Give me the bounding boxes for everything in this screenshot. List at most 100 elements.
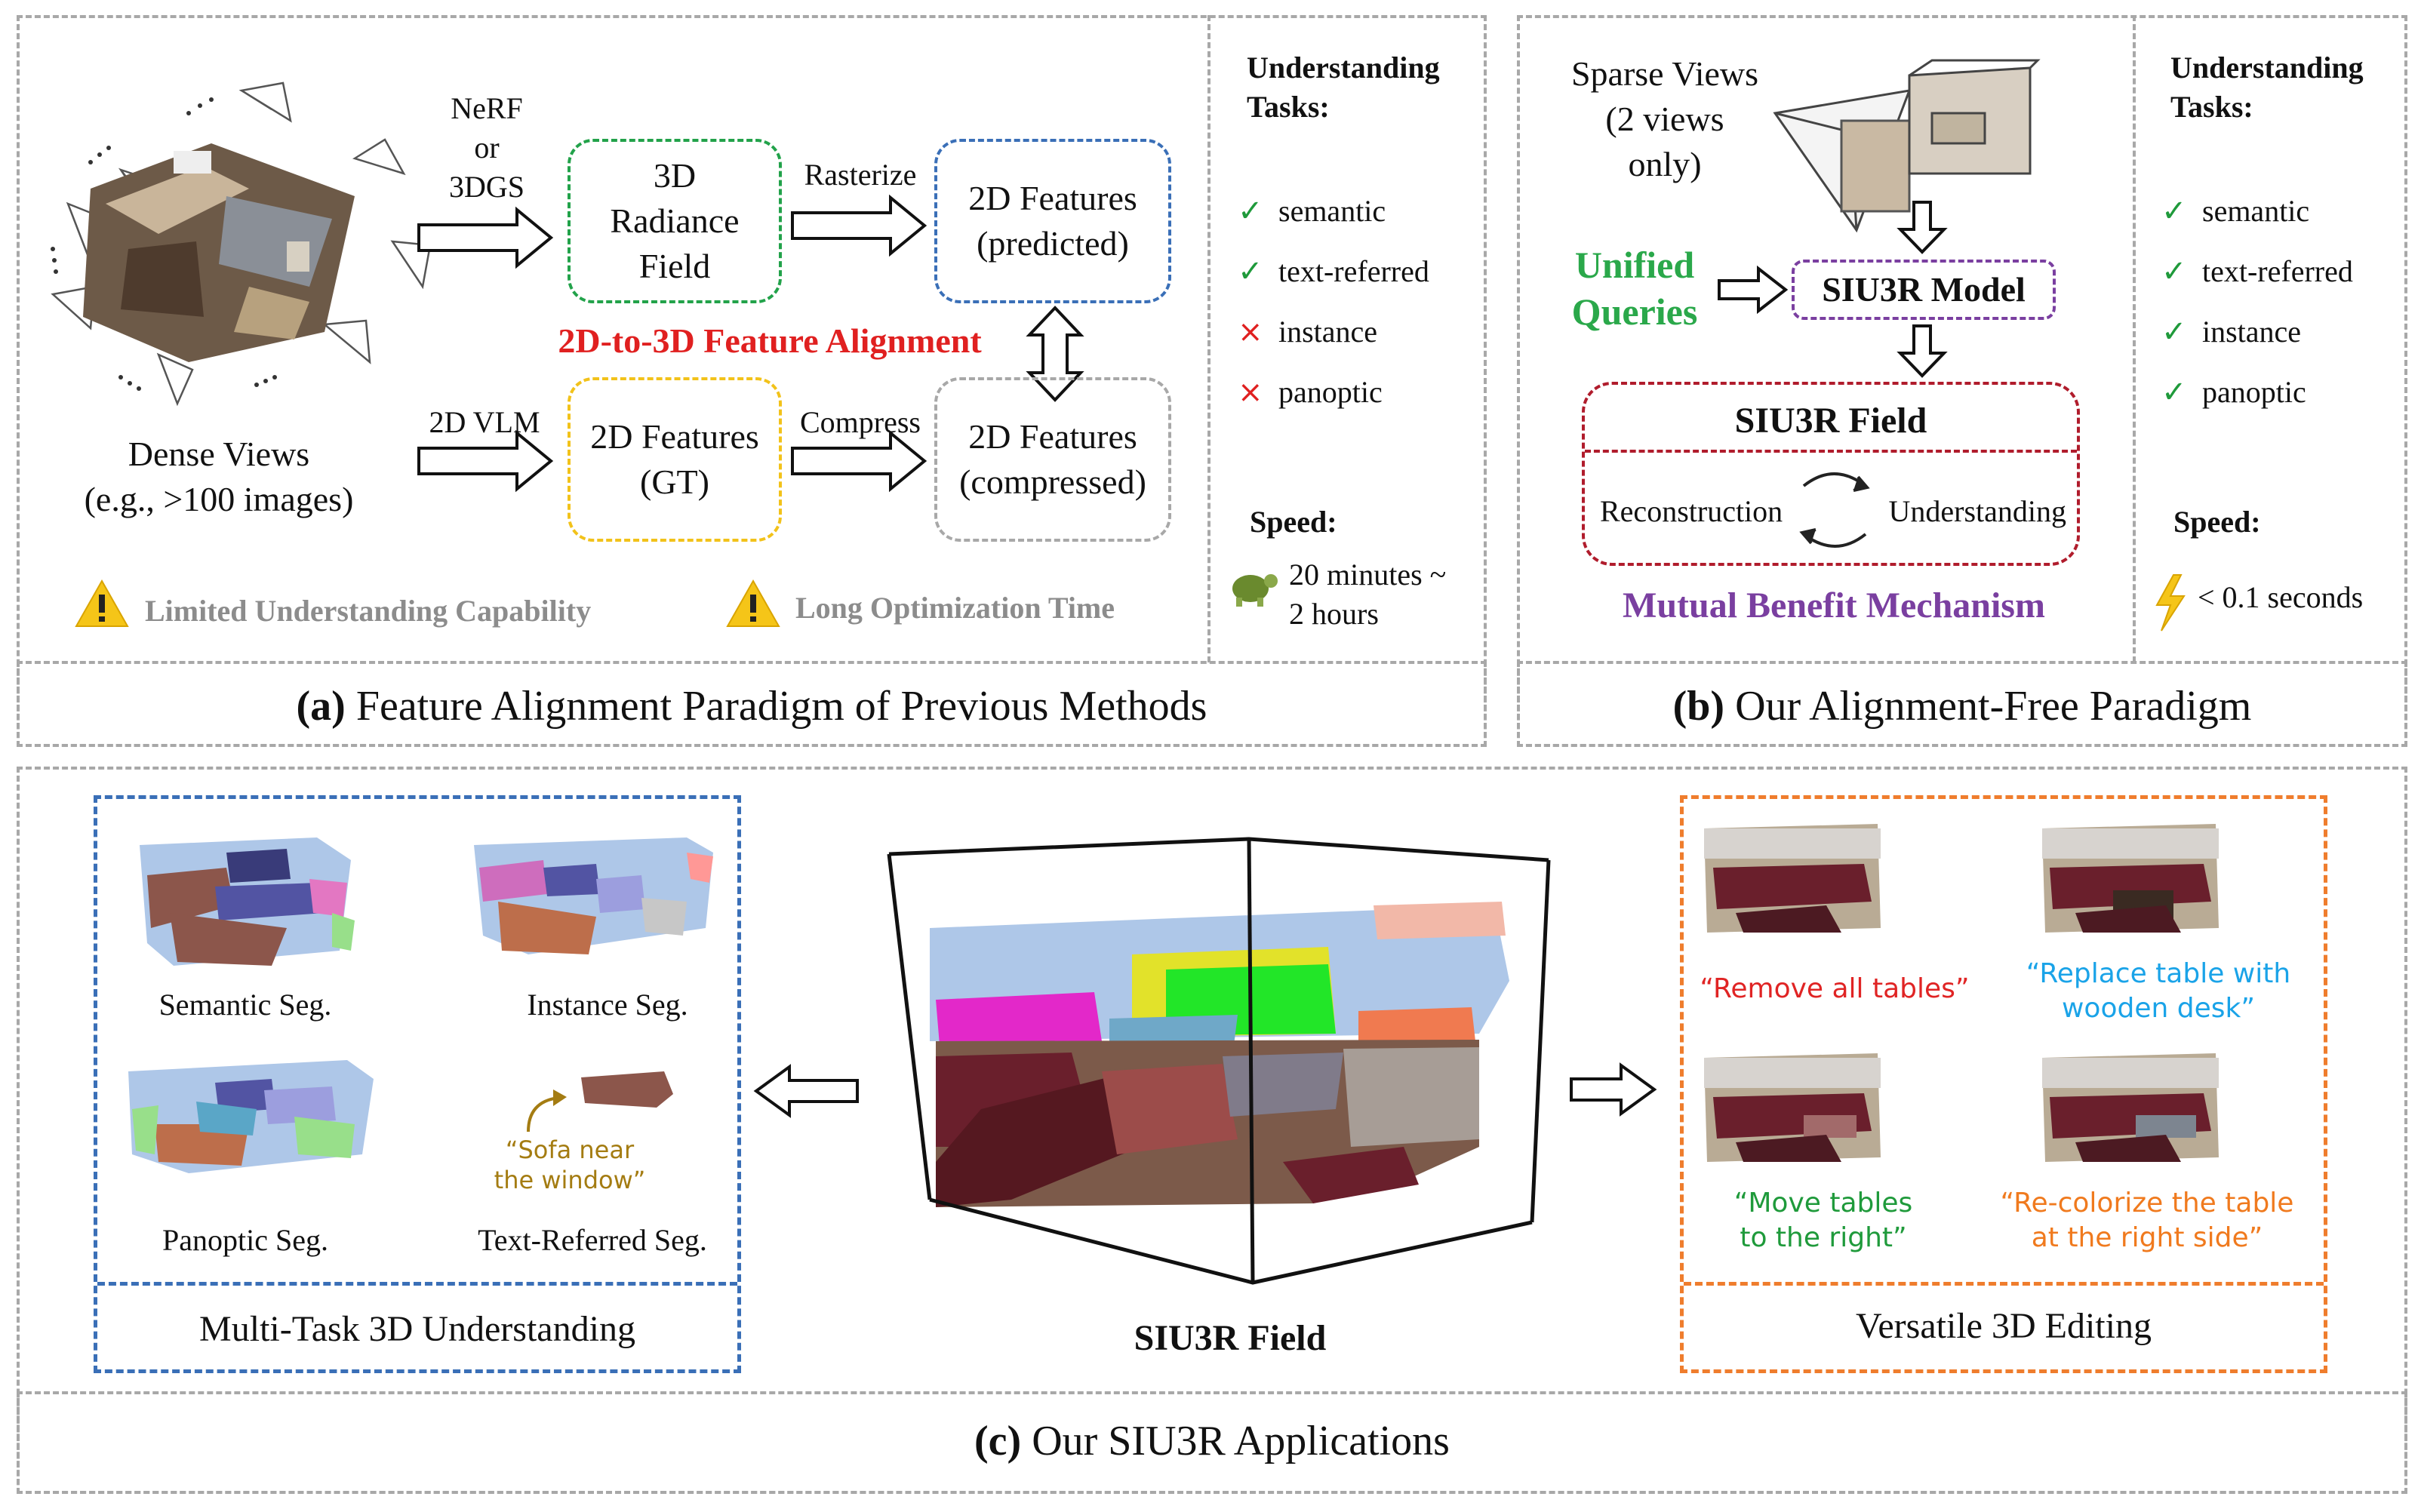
query-line-2: the window” [494,1166,646,1194]
panel-b-task-text-referred: ✓text-referred [2161,254,2353,290]
gt-line-2: (GT) [640,463,709,501]
panel-a-caption-frame [17,661,1487,747]
edit-3-line-2: to the right” [1740,1222,1907,1253]
dense-scene-reconstruction [83,143,355,362]
panel-a-speed-title: Speed: [1250,505,1337,539]
editing-box [1680,795,2327,1373]
editing-box-divider [1684,1282,2324,1286]
sparse-line-1: Sparse Views [1570,54,1759,93]
panel-b-task-semantic: ✓semantic [2161,193,2309,229]
compressed-line-2: (compressed) [959,463,1146,501]
nerf-3dgs-label: NeRF or 3DGS [423,89,551,207]
tasks-title-line-1: Understanding [2170,51,2364,85]
sparse-line-3: only) [1628,145,1702,183]
edit-instruction-2: “Replace table with wooden desk” [1992,957,2324,1026]
vlm-label: 2D VLM [429,405,540,439]
panel-b-caption: (b) Our Alignment-Free Paradigm [1517,682,2407,730]
panel-a-tasks-title: Understanding Tasks: [1247,48,1440,127]
tasks-title-line-2: Tasks: [1247,90,1330,124]
edit-4-line-2: at the right side” [2031,1222,2263,1253]
understanding-box [94,795,741,1373]
understanding-label: Understanding [1888,494,2066,528]
warning-icons [75,579,780,627]
understanding-caption: Multi-Task 3D Understanding [199,1309,635,1349]
cross-icon: × [1238,315,1263,349]
panel-b-arrows [1718,201,1948,378]
compressed-line-1: 2D Features [968,417,1137,456]
dense-views-title: Dense Views [128,435,310,473]
panel-a-task-semantic: ✓semantic [1238,193,1386,229]
radiance-field-box: 3D Radiance Field [568,139,782,303]
text-query-label: “Sofa near the window” [468,1135,672,1195]
tasks-title-line-2: Tasks: [2170,90,2253,124]
panoptic-seg-thumbnail [128,1060,374,1173]
siu3r-field-cube [887,837,1551,1285]
radiance-line-3: Field [638,247,711,285]
sparse-views-label: Sparse Views (2 views only) [1537,51,1793,187]
caption-text: Our Alignment-Free Paradigm [1735,683,2252,730]
model-label: SIU3R Model [1822,270,2026,309]
unified-line-2: Queries [1571,290,1698,333]
caption-tag: (a) [296,683,346,730]
speed-line-2: 2 hours [1289,597,1379,631]
edit-instruction-1: “Remove all tables” [1680,972,1989,1006]
panel-c-caption: (c) Our SIU3R Applications [17,1417,2407,1465]
field-title: SIU3R Field [1734,401,1927,441]
edit-1-line-1: “Remove all tables” [1700,973,1970,1004]
siu3r-field-box: SIU3R Field Reconstruction Understanding [1582,382,2080,566]
panel-b-tasks-title: Understanding Tasks: [2170,48,2364,127]
text-referred-seg-thumbnail [527,1071,673,1132]
radiance-line-2: Radiance [610,201,740,240]
cycle-arrows [1799,472,1870,548]
edit-thumbnail-1 [1704,824,1881,933]
text-referred-seg-label: Text-Referred Seg. [478,1223,707,1257]
panel-a-speed-value: 20 minutes ~ 2 hours [1289,555,1446,634]
siu3r-field-label: SIU3R Field [1134,1318,1327,1358]
dense-views-label: Dense Views (e.g., >100 images) [30,432,408,522]
warning-2-text: Long Optimization Time [795,591,1115,625]
edit-thumbnail-3 [1704,1053,1881,1162]
features-compressed-box: 2D Features (compressed) [934,377,1171,542]
editing-caption: Versatile 3D Editing [1856,1306,2152,1346]
edit-thumbnail-4 [2042,1053,2219,1162]
panel-a-task-text-referred: ✓text-referred [1238,254,1429,290]
task-label: panoptic [2202,375,2306,409]
edit-2-line-1: “Replace table with [2026,958,2291,989]
unified-queries-label: Unified Queries [1544,241,1725,335]
task-label: text-referred [2202,254,2353,288]
instance-seg-label: Instance Seg. [527,988,688,1022]
speed-line-1: 20 minutes ~ [1289,558,1447,592]
caption-tag: (b) [1672,683,1725,730]
tasks-title-line-1: Understanding [1247,51,1440,85]
edit-thumbnail-2 [2042,824,2219,933]
task-label: instance [1278,315,1378,349]
panel-b-task-instance: ✓instance [2161,314,2301,350]
lightning-icon [2155,574,2186,632]
panel-b-speed-title: Speed: [2173,505,2261,539]
edit-instruction-4: “Re-colorize the table at the right side… [1970,1186,2324,1255]
semantic-seg-thumbnail [140,837,355,966]
dense-views-subtitle: (e.g., >100 images) [84,480,354,518]
panoptic-seg-label: Panoptic Seg. [162,1223,328,1257]
features-gt-box: 2D Features (GT) [568,377,782,542]
field-divider [1585,450,2077,453]
predicted-line-1: 2D Features [968,179,1137,217]
unified-line-1: Unified [1574,244,1695,286]
caption-text: Our SIU3R Applications [1032,1418,1450,1464]
rasterize-label: Rasterize [804,158,917,192]
edit-4-line-1: “Re-colorize the table [2000,1188,2294,1219]
panel-b-speed-value: < 0.1 seconds [2198,580,2364,614]
check-icon: ✓ [1238,194,1263,229]
method-line-3: 3DGS [448,170,525,204]
cross-icon: × [1238,375,1263,410]
panel-a-task-divider [1207,15,1210,662]
check-icon: ✓ [1238,254,1263,289]
panel-a-task-instance: × instance [1238,314,1377,350]
gt-line-1: 2D Features [590,417,759,456]
panel-c-caption-frame [17,1391,2407,1494]
semantic-seg-label: Semantic Seg. [158,988,332,1022]
features-predicted-box: 2D Features (predicted) [934,139,1171,303]
mutual-benefit-label: Mutual Benefit Mechanism [1623,585,2045,625]
panel-b-task-panoptic: ✓panoptic [2161,374,2306,410]
